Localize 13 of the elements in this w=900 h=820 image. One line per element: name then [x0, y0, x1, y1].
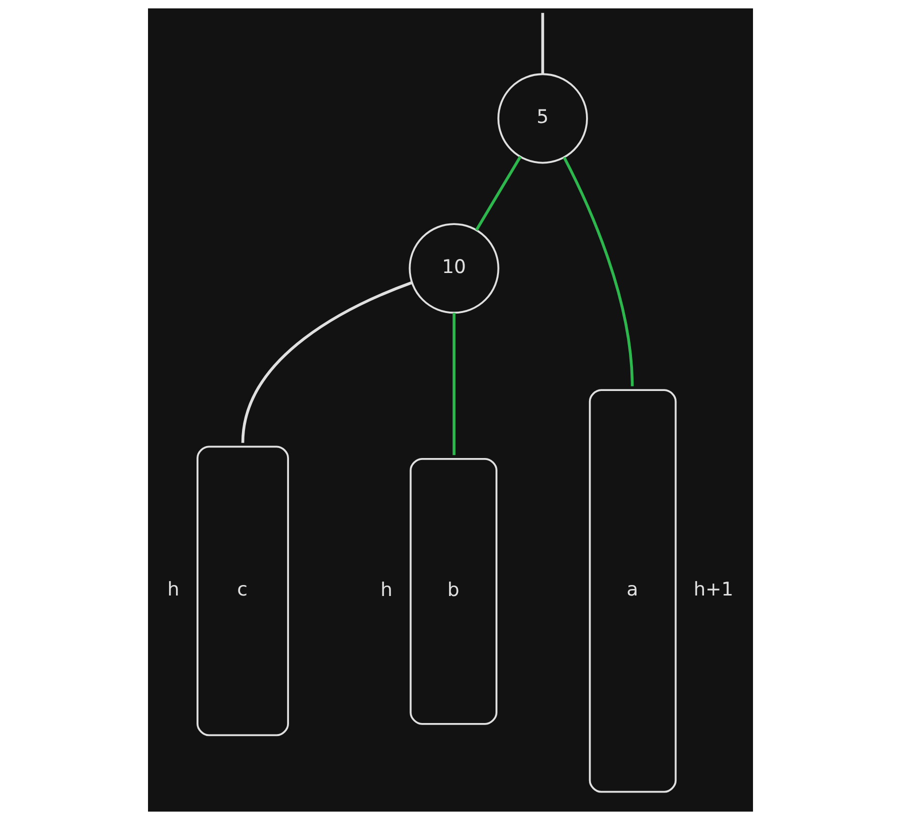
- node-label: h+1: [693, 578, 733, 601]
- connector: [240, 281, 412, 444]
- node-box: b: [409, 458, 497, 725]
- node-circle: 5: [496, 73, 588, 164]
- node-box: c: [196, 446, 288, 736]
- node-label: h: [380, 579, 392, 602]
- connector: [562, 156, 634, 386]
- connector: [452, 312, 455, 456]
- node-circle: 10: [408, 223, 499, 314]
- connector: [474, 156, 522, 231]
- connector: [540, 12, 544, 74]
- node-label: h: [166, 578, 179, 601]
- node-box: a: [588, 389, 676, 793]
